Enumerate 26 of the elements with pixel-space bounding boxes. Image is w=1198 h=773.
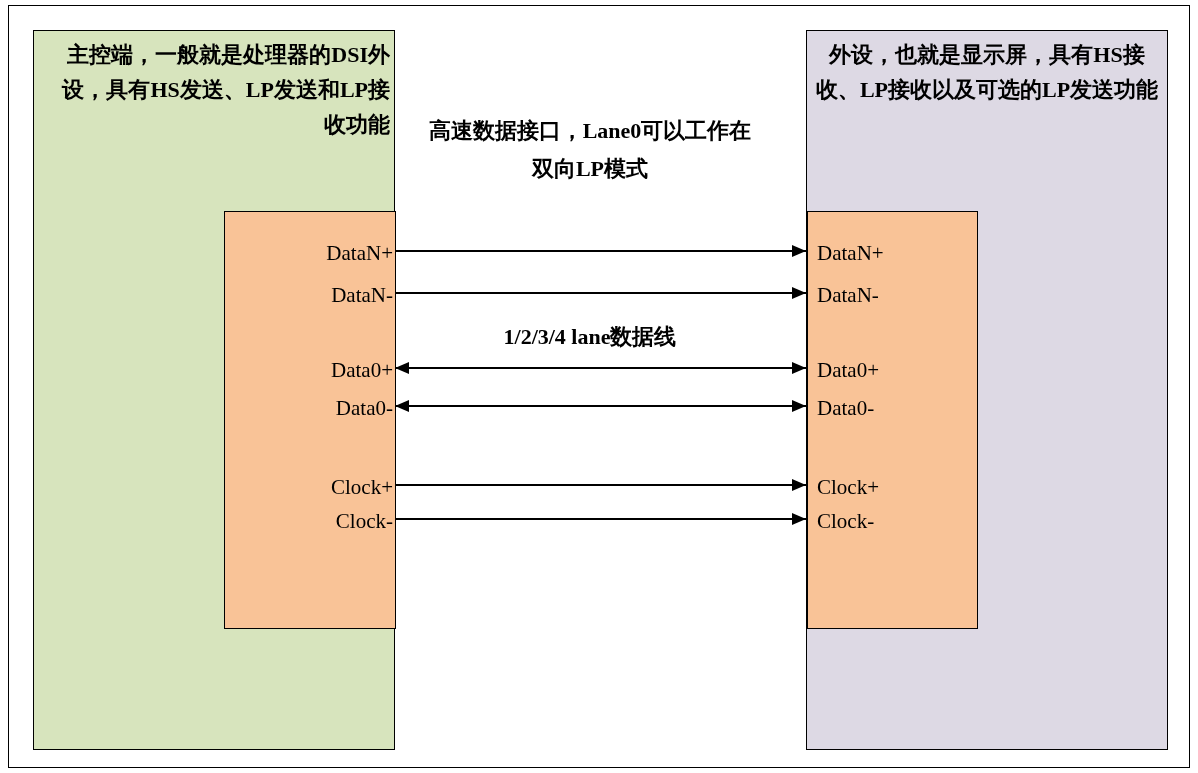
signal-arrow — [394, 513, 807, 525]
signal-arrow — [394, 479, 807, 491]
signal-arrow — [394, 245, 807, 257]
port-box — [224, 211, 396, 629]
signal-arrow — [394, 287, 807, 299]
port-box — [807, 211, 978, 629]
pin-label: DataN- — [808, 282, 908, 308]
pin-label: Clock+ — [297, 474, 397, 500]
pin-label: Data0+ — [297, 357, 397, 383]
pin-label: Clock- — [808, 508, 908, 534]
pin-label: Clock- — [297, 508, 397, 534]
pin-label: Data0+ — [808, 357, 908, 383]
signal-arrow — [394, 400, 807, 412]
pin-label: Data0- — [297, 395, 397, 421]
pin-label: Data0- — [808, 395, 908, 421]
pin-label: Clock+ — [808, 474, 908, 500]
device-panel — [33, 30, 395, 750]
signal-arrow — [394, 362, 807, 374]
device-panel — [806, 30, 1168, 750]
annotation-text: 高速数据接口，Lane0可以工作在双向LP模式 — [427, 117, 753, 183]
pin-label: DataN+ — [808, 240, 908, 266]
panel-title: 主控端，一般就是处理器的DSI外设，具有HS发送、LP发送和LP接收功能 — [60, 41, 390, 139]
pin-label: DataN+ — [297, 240, 397, 266]
pin-label: DataN- — [297, 282, 397, 308]
panel-title: 外设，也就是显示屏，具有HS接收、LP接收以及可选的LP发送功能 — [815, 41, 1159, 104]
annotation-text: 1/2/3/4 lane数据线 — [502, 323, 678, 351]
